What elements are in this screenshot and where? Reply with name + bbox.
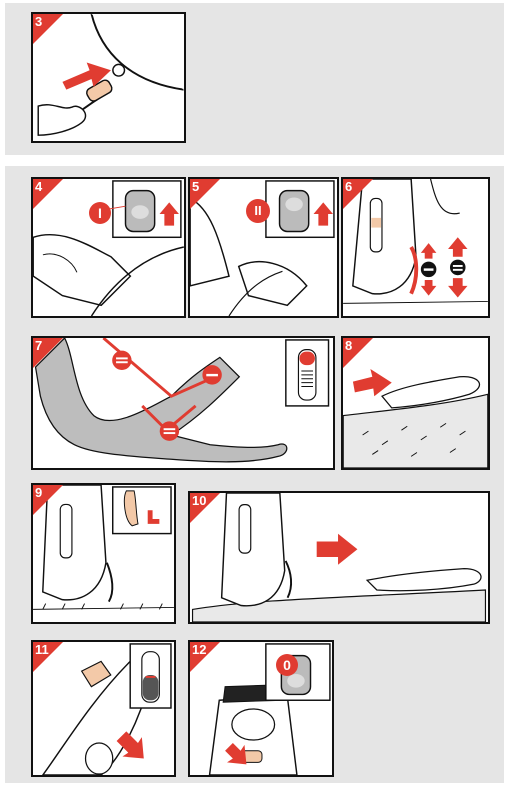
step-7-panel: 7 bbox=[31, 336, 335, 470]
step-number: 6 bbox=[345, 179, 352, 194]
step-5-panel: II 5 bbox=[188, 177, 339, 318]
step-10-panel: 10 bbox=[188, 491, 490, 624]
step-number: 3 bbox=[35, 14, 42, 29]
step-number: 8 bbox=[345, 338, 352, 353]
arrow-down-icon bbox=[421, 280, 437, 296]
hand-icon bbox=[367, 569, 481, 591]
switch-label: 0 bbox=[283, 657, 291, 673]
step-number: 7 bbox=[35, 338, 42, 353]
step-12-panel: 0 12 bbox=[188, 640, 334, 777]
leg-zones-illustration bbox=[33, 338, 333, 468]
step-number: 12 bbox=[192, 642, 206, 657]
switch-label: I bbox=[98, 205, 102, 221]
step-8-panel: 8 bbox=[341, 336, 490, 470]
arrow-up-icon bbox=[448, 237, 467, 256]
switch-position-badge: II bbox=[246, 199, 270, 223]
arrow-right-icon bbox=[317, 534, 358, 565]
step-4-panel: I 4 bbox=[31, 177, 186, 318]
step-6-panel: 6 bbox=[341, 177, 490, 318]
equal-icon bbox=[112, 351, 131, 370]
arrow-down-icon bbox=[448, 278, 467, 297]
step-number: 10 bbox=[192, 493, 206, 508]
switch-label: II bbox=[254, 203, 261, 218]
equal-icon bbox=[450, 260, 466, 276]
switch-position-badge: 0 bbox=[276, 654, 298, 676]
step-11-panel: 11 bbox=[31, 640, 176, 777]
step-number: 9 bbox=[35, 485, 42, 500]
arrow-right-icon bbox=[353, 369, 392, 396]
equal-icon bbox=[160, 421, 179, 440]
leg-icon bbox=[36, 338, 287, 462]
switch-position-badge: I bbox=[89, 202, 111, 224]
step-number: 5 bbox=[192, 179, 199, 194]
step-number: 11 bbox=[35, 642, 49, 657]
arrow-up-icon bbox=[421, 243, 437, 259]
glide-illustration bbox=[190, 493, 488, 622]
step-9-panel: 9 bbox=[31, 483, 176, 624]
step-number: 4 bbox=[35, 179, 42, 194]
step-3-panel: 3 bbox=[31, 12, 186, 143]
